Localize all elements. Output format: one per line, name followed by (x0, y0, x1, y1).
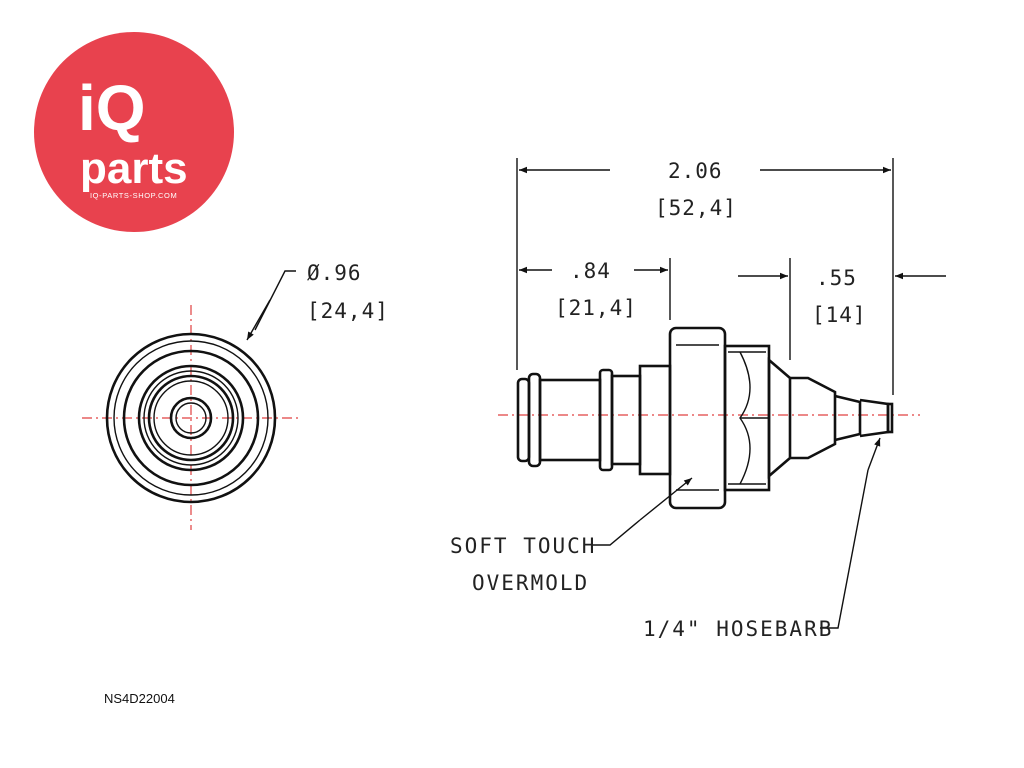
overall-inch-label: 2.06 (668, 159, 723, 183)
logo-badge (34, 32, 234, 232)
part-number: NS4D22004 (104, 691, 175, 706)
front-inch-label: .84 (570, 259, 611, 283)
overmold-note-line1: SOFT TOUCH (450, 534, 596, 558)
front-mm-label: [21,4] (555, 296, 637, 320)
logo-iq-text: iQ (78, 72, 146, 144)
logo-site-text: IQ-PARTS-SHOP.COM (90, 191, 177, 200)
diameter-mm-label: [24,4] (307, 299, 389, 323)
barb-mm-label: [14] (812, 303, 867, 327)
diameter-inch-label: Ø.96 (307, 261, 362, 285)
hosebarb-note: 1/4" HOSEBARB (643, 617, 833, 641)
overall-mm-label: [52,4] (655, 196, 737, 220)
barb-inch-label: .55 (816, 266, 857, 290)
end-view (82, 270, 300, 530)
overmold-note-line2: OVERMOLD (472, 571, 589, 595)
logo-parts-text: parts (80, 144, 188, 193)
side-view (498, 158, 946, 629)
iq-parts-logo: iQ parts IQ-PARTS-SHOP.COM (34, 32, 234, 232)
